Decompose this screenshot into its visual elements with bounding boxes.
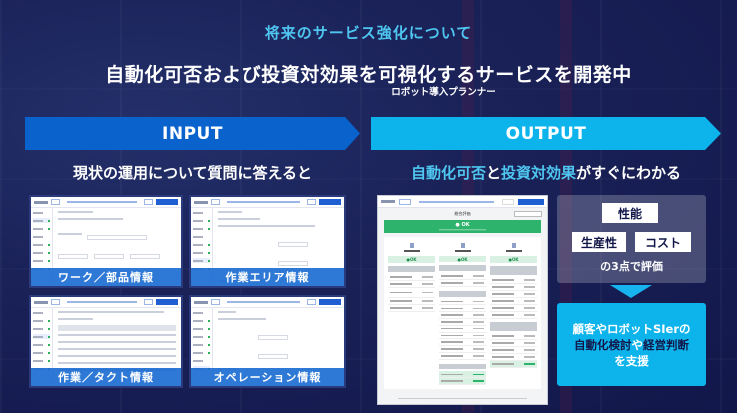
- lead-highlight: 投資対効果: [501, 164, 577, 182]
- coin-icon: [511, 243, 516, 248]
- ok-badge: ● OK: [439, 255, 486, 263]
- mini-header: [31, 197, 181, 208]
- download-button: [514, 211, 542, 217]
- card-caption: ワーク／部品情報: [31, 268, 181, 286]
- mini-header: [31, 297, 181, 308]
- cost-column: ● OK: [490, 241, 537, 385]
- ok-badge: ● OK: [490, 256, 537, 263]
- support-message: 顧客やロボットSIerの 自動化検討や経営判断 を支援: [557, 303, 706, 386]
- lead-text: がすぐにわかる: [576, 164, 682, 182]
- support-highlight: 経営判断: [643, 337, 689, 352]
- lead-text: と: [485, 164, 501, 182]
- ok-badge: ● OK: [388, 256, 435, 263]
- input-lead-text: 現状の運用について質問に答えると: [72, 164, 313, 182]
- section-subheading: 将来のサービス強化について: [264, 24, 473, 42]
- input-banner: INPUT: [25, 117, 360, 150]
- productivity-column: ● OK: [439, 241, 486, 385]
- output-screenshot: 総合評価 ● OK━━━━━━━━━━━━━━━━━━━━━━━━━━ ● OK…: [377, 195, 548, 405]
- input-card-work-parts: ワーク／部品情報: [29, 195, 183, 288]
- output-banner: OUTPUT: [371, 117, 721, 150]
- gear-icon: [460, 243, 465, 248]
- mini-header: [378, 196, 547, 208]
- page-title: 自動化可否および投資対効果を可視化するサービスを開発中: [105, 64, 632, 86]
- tag-productivity: 生産性: [572, 232, 626, 252]
- input-card-operation: オペレーション情報: [189, 295, 346, 388]
- output-lead-text: 自動化可否と投資対効果がすぐにわかる: [371, 162, 721, 183]
- evaluation-suffix: の3点で評価: [600, 260, 663, 273]
- mini-body: [31, 308, 181, 386]
- support-line-2: 自動化検討や経営判断: [574, 337, 689, 353]
- output-banner-label: OUTPUT: [505, 123, 587, 144]
- result-page-title: 総合評価: [454, 211, 471, 216]
- footer-note: [398, 397, 527, 399]
- support-text: や: [631, 337, 644, 352]
- tag-cost: コスト: [635, 232, 691, 252]
- support-line-1: 顧客やロボットSIerの: [572, 321, 691, 336]
- evaluation-columns: ● OK ● OK ● OK: [384, 237, 541, 389]
- support-highlight: 自動化検討: [574, 337, 632, 352]
- card-caption: 作業エリア情報: [191, 268, 344, 286]
- lead-highlight: 自動化可否: [410, 164, 486, 182]
- card-caption: 作業／タクト情報: [31, 368, 181, 386]
- input-card-task-takt: 作業／タクト情報: [29, 295, 183, 388]
- product-name: ロボット導入プランナー: [391, 87, 496, 98]
- mini-header: [191, 197, 344, 208]
- check-icon: ● OK: [455, 221, 470, 228]
- tag-performance: 性能: [602, 203, 658, 223]
- input-banner-label: INPUT: [162, 123, 223, 144]
- card-caption: オペレーション情報: [191, 368, 344, 386]
- evaluation-criteria-panel: 性能 生産性 コスト の3点で評価: [557, 195, 706, 283]
- overall-ok-banner: ● OK━━━━━━━━━━━━━━━━━━━━━━━━━━: [384, 220, 541, 233]
- input-card-work-area: 作業エリア情報: [189, 195, 346, 288]
- support-line-3: を支援: [614, 353, 649, 368]
- performance-column: ● OK: [388, 241, 435, 385]
- arrow-down-icon: [610, 285, 652, 298]
- person-icon: [409, 243, 414, 248]
- mini-header: [191, 297, 344, 308]
